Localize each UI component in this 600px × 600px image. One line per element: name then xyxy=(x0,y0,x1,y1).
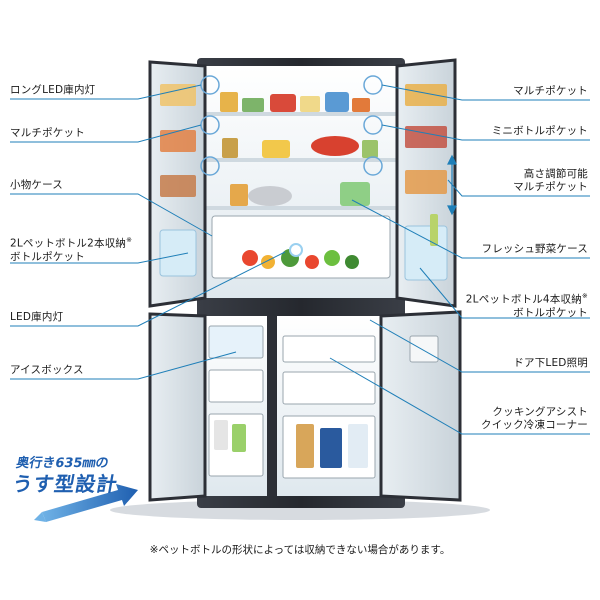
label-cooking-line1: クッキングアシスト xyxy=(492,406,588,418)
label-fresh-vegetable: フレッシュ野菜ケース xyxy=(481,243,588,255)
label-bottle-2l-4-line2: ボトルポケット xyxy=(513,306,588,319)
label-bottle-2l-4: 2Lペットボトル4本収納※ ボトルポケット xyxy=(466,290,588,320)
label-multi-pocket-left: マルチポケット xyxy=(10,127,85,139)
vegetables xyxy=(242,243,359,269)
label-adjustable-line2: マルチポケット xyxy=(513,181,588,193)
door-control-panel xyxy=(409,335,439,363)
label-bottle-2l-2-line2: ボトルポケット xyxy=(10,250,85,263)
label-bottle-2l-2-sup: ※ xyxy=(126,236,133,244)
label-mini-bottle-pocket: ミニボトルポケット xyxy=(491,125,588,137)
leader-lines xyxy=(10,84,590,435)
label-multi-pocket-right: マルチポケット xyxy=(513,85,588,97)
badge-line1: 奥行き635㎜の xyxy=(14,456,110,471)
label-bottle-2l-2: 2Lペットボトル2本収納※ ボトルポケット xyxy=(10,234,132,264)
footnote: ※ペットボトルの形状によっては収納できない場合があります。 xyxy=(149,544,451,556)
label-bottle-2l-4-line1: 2Lペットボトル4本収納 xyxy=(465,293,582,306)
label-adjustable-pocket: 高さ調節可能 マルチポケット xyxy=(513,168,588,194)
left-freezer-door xyxy=(148,312,207,502)
label-led-light: LED庫内灯 xyxy=(10,311,64,323)
shelf-3 xyxy=(205,206,397,210)
depth-arrow xyxy=(34,484,138,522)
label-adjustable-line1: 高さ調節可能 xyxy=(523,168,588,180)
label-cooking-assist: クッキングアシスト クイック冷凍コーナー xyxy=(481,406,588,432)
right-freezer-door xyxy=(379,310,462,502)
shelf-2 xyxy=(205,158,397,162)
label-cooking-line2: クイック冷凍コーナー xyxy=(481,419,588,431)
shelf-food xyxy=(220,92,378,206)
label-door-led: ドア下LED照明 xyxy=(513,357,588,369)
badge-line2: うす型設計 xyxy=(10,472,120,496)
shelf-1 xyxy=(205,112,397,116)
height-adjust-arrow xyxy=(447,154,457,216)
depth-badge: 奥行き635㎜の うす型設計 xyxy=(10,456,122,496)
label-small-case: 小物ケース xyxy=(10,179,63,191)
label-bottle-2l-4-sup: ※ xyxy=(581,292,588,300)
freezer-divider xyxy=(268,316,276,496)
label-bottle-2l-2-line1: 2Lペットボトル2本収納 xyxy=(10,237,127,250)
label-long-led: ロングLED庫内灯 xyxy=(10,84,96,96)
label-ice-box: アイスボックス xyxy=(10,364,84,376)
freezer-drawers xyxy=(208,325,376,479)
